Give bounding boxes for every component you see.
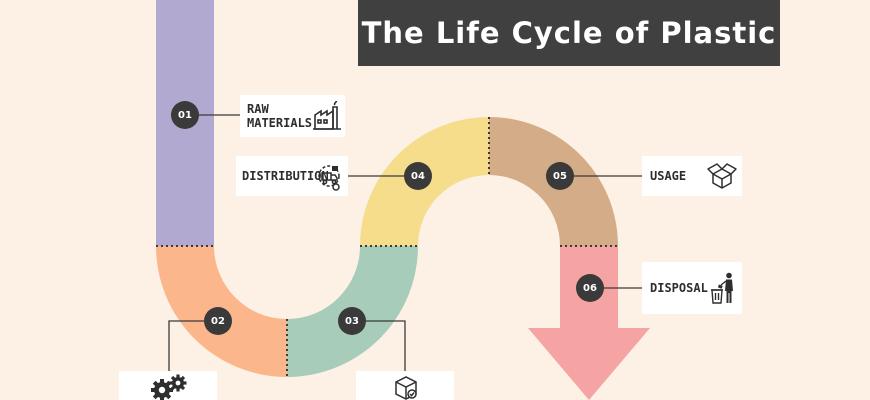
usage-label: USAGE (650, 169, 687, 183)
distribution-label: DISTRIBUTION (242, 169, 329, 183)
factory-icon (313, 101, 341, 130)
packaging-card (356, 371, 454, 400)
disposal-card: DISPOSAL (642, 262, 742, 314)
raw-materials-label: RAW MATERIALS (247, 102, 313, 130)
page-title: The Life Cycle of Plastic (361, 16, 777, 50)
stage-02-marker: 02 (204, 307, 232, 335)
distribution-card: DISTRIBUTION (236, 156, 348, 196)
disposal-label: DISPOSAL (650, 281, 708, 295)
gears-icon (151, 374, 187, 400)
connector-02 (168, 320, 204, 372)
open-box-icon (707, 163, 737, 189)
stage-03-marker: 03 (338, 307, 366, 335)
raw-materials-card: RAW MATERIALS (240, 95, 345, 137)
stage-01-marker: 01 (171, 101, 199, 129)
connector-03 (365, 320, 406, 372)
stage-06-marker: 06 (576, 274, 604, 302)
delivery-icon (318, 165, 340, 191)
disposal-arrow (528, 246, 650, 400)
manufacturing-card (119, 371, 217, 400)
stage-05-marker: 05 (546, 162, 574, 190)
title-banner: The Life Cycle of Plastic (358, 0, 780, 66)
usage-card: USAGE (642, 156, 742, 196)
stage-04-marker: 04 (404, 162, 432, 190)
trash-disposal-icon (711, 272, 733, 304)
package-icon (395, 376, 417, 400)
